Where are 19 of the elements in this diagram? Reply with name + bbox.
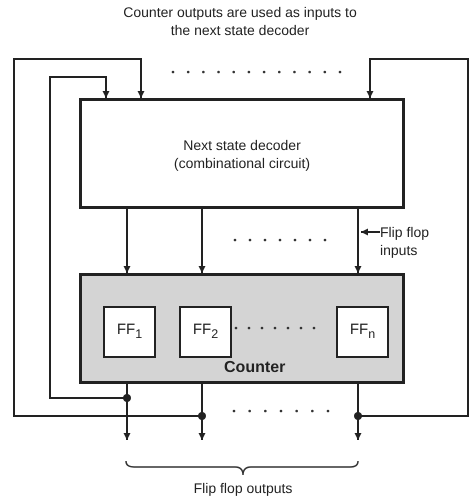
decoder-block <box>79 98 405 209</box>
flip-flop-box <box>179 306 232 358</box>
block-title: Counter <box>224 359 286 377</box>
feedback-line <box>13 58 203 417</box>
counter-block <box>79 273 405 384</box>
flip-flop-box <box>103 306 156 358</box>
annotation-text: Counter outputs are used as inputs to the next state decoder <box>122 3 358 39</box>
flip-flop-label: FF$_{n}$ <box>350 321 376 343</box>
signal-arrow <box>198 209 206 273</box>
annotation-text: Flip flop outputs <box>192 479 294 497</box>
annotation-text: Flip flop inputs <box>380 222 442 260</box>
block-title: Next state decoder (combinational circuit) <box>172 136 312 172</box>
leader-arrow <box>361 228 380 236</box>
flip-flop-label: FF$_{2}$ <box>192 321 218 343</box>
feedback-line <box>357 58 469 417</box>
flip-flop-box <box>336 306 389 358</box>
signal-arrow <box>354 209 362 273</box>
signal-arrow <box>124 209 130 273</box>
flip-flop-label: FF$_{1}$ <box>116 321 142 343</box>
